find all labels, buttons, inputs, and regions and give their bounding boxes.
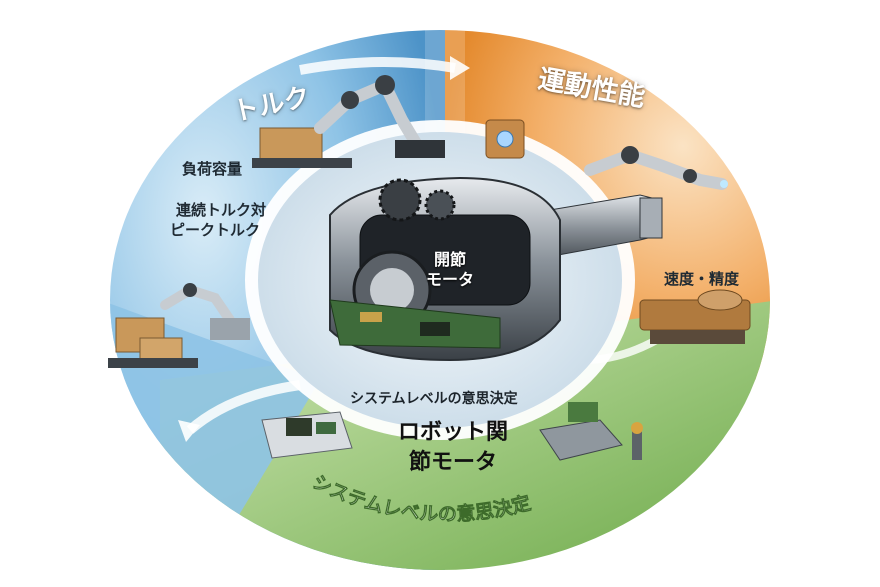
- robot-arm-top-left: [252, 75, 445, 168]
- motor-label-line2: モータ: [425, 270, 474, 289]
- arrow-left: [178, 420, 200, 442]
- joint-motor: [329, 176, 663, 362]
- motor-label-line1: 開節: [433, 250, 466, 269]
- system-caption: システムレベルの意思決定: [350, 391, 518, 407]
- torque-item-peak: ピークトルク: [170, 221, 261, 239]
- precision-machine: [639, 289, 751, 344]
- controller-icon: [539, 402, 643, 461]
- pcb-board-icon: [261, 411, 353, 459]
- main-title: ロボット関 節モータ: [378, 418, 528, 478]
- main-title-line1: ロボット関: [397, 420, 508, 445]
- robot-arm-left: [108, 283, 250, 368]
- torque-item-load-capacity: 負荷容量: [182, 160, 243, 178]
- chip-icon: [485, 119, 525, 159]
- arrow-top: [450, 56, 470, 80]
- robot-arm-right: [584, 146, 728, 190]
- main-title-line2: 節モータ: [408, 450, 497, 475]
- torque-item-continuous: 連続トルク対: [176, 201, 267, 219]
- performance-item-speed-precision: 速度・精度: [664, 270, 740, 288]
- motor-label: 開節 モータ: [418, 250, 482, 290]
